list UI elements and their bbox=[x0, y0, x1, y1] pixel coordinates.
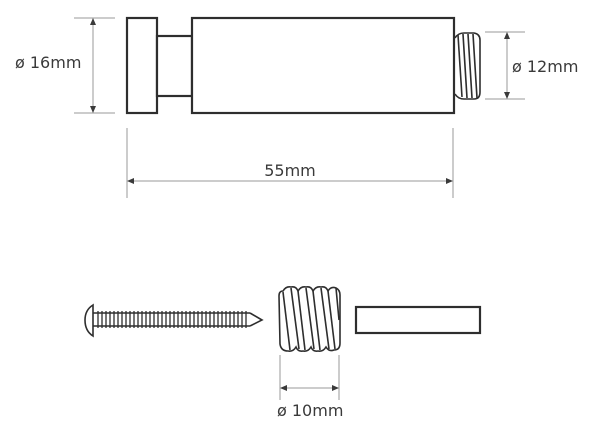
thread-diameter-dimension: ø 12mm bbox=[485, 31, 578, 100]
neck-part bbox=[155, 34, 194, 98]
insert-diameter-label: ø 10mm bbox=[277, 401, 343, 420]
exploded-view: ø 10mm bbox=[84, 286, 482, 420]
assembled-view: ø 16mm ø 12mm 55mm bbox=[15, 16, 578, 198]
rod-part bbox=[354, 305, 482, 335]
screw-part bbox=[84, 303, 264, 338]
head-diameter-dimension: ø 16mm bbox=[15, 17, 115, 114]
total-length-label: 55mm bbox=[264, 161, 316, 180]
head-diameter-label: ø 16mm bbox=[15, 53, 81, 72]
threaded-stub-part bbox=[454, 32, 481, 100]
threaded-insert-part bbox=[278, 286, 341, 352]
insert-diameter-dimension: ø 10mm bbox=[277, 355, 343, 420]
body-part bbox=[190, 16, 456, 115]
cap-part bbox=[125, 16, 159, 115]
thread-diameter-label: ø 12mm bbox=[512, 57, 578, 76]
total-length-dimension: 55mm bbox=[126, 128, 454, 198]
